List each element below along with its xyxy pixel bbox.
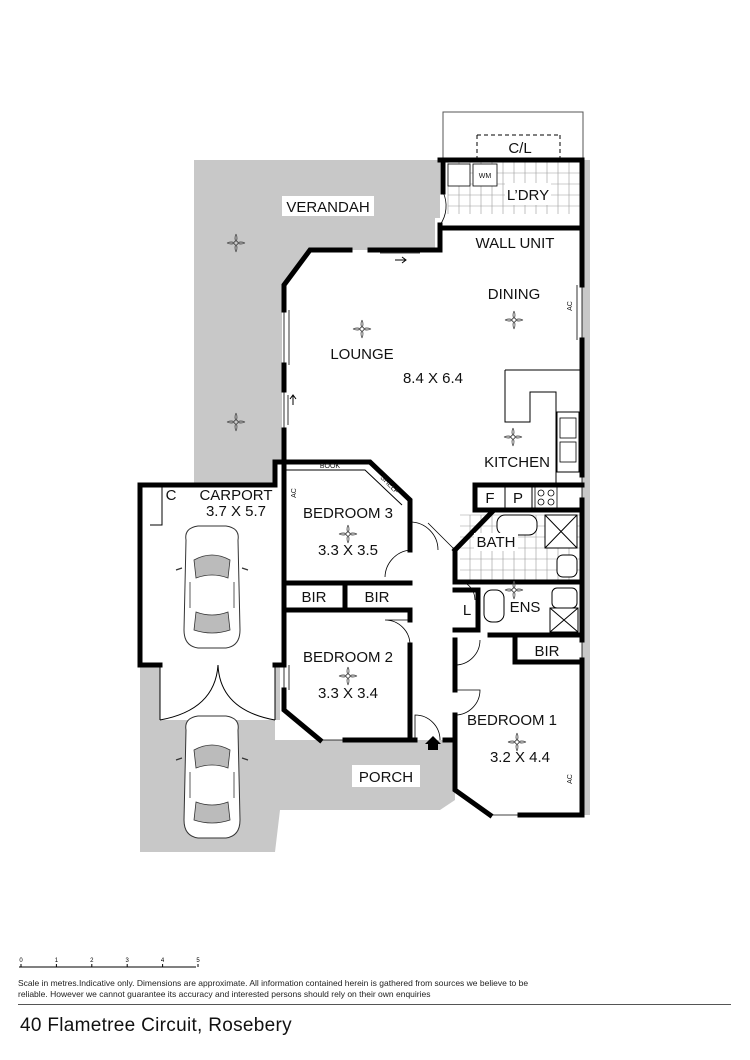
- bath-label-bg: [474, 533, 518, 551]
- book-label: BOOK: [320, 463, 341, 470]
- kitchen-bench: [504, 369, 580, 485]
- slide-arrow-left: [289, 394, 297, 405]
- scale-bar: 0 1 2 3 4 5: [19, 958, 200, 968]
- light-fixtures: [226, 233, 527, 752]
- bed1-bottom-wall: [452, 742, 494, 819]
- property-address: 40 Flametree Circuit, Rosebery: [20, 1015, 292, 1036]
- wall-unit-label: WALL UNIT: [476, 235, 555, 252]
- carport-walls: [137, 459, 287, 668]
- ac-label-bed1: AC: [567, 774, 574, 784]
- bath-left-wall: [451, 508, 496, 554]
- scale-tick-label: 2: [90, 958, 94, 964]
- sliding-doors: [283, 247, 420, 430]
- light-icon: [504, 310, 524, 330]
- bedroom3-size: 3.3 X 3.5: [318, 542, 378, 559]
- entry-arrow-icon: [425, 736, 441, 750]
- dining-label: DINING: [488, 286, 541, 303]
- carport-size: 3.7 X 5.7: [206, 503, 266, 520]
- porch-label: PORCH: [359, 769, 413, 786]
- bir3-box: [512, 635, 585, 665]
- verandah-label-bg: [282, 196, 374, 216]
- light-icon: [352, 319, 372, 339]
- scale-tick-label: 4: [161, 958, 165, 964]
- lounge-label: LOUNGE: [330, 346, 393, 363]
- lounge-top-wall: [281, 247, 353, 313]
- bedroom2-label: BEDROOM 2: [303, 649, 393, 666]
- right-side-area: [582, 160, 590, 815]
- scale-tick-label: 3: [126, 958, 130, 964]
- bookshelf: [286, 469, 403, 506]
- right-wall-4: [517, 657, 585, 818]
- cl-label: C/L: [508, 140, 531, 157]
- scale-tick-label: 0: [19, 958, 23, 964]
- fridge-label: F: [485, 490, 494, 507]
- laundry-bottom-wall: [367, 222, 443, 253]
- verandah-area: [194, 160, 440, 485]
- floor-plan: C/L C BOOK SHELF: [137, 111, 590, 852]
- bed2-angled-wall: [281, 687, 324, 744]
- light-icon: [504, 580, 524, 600]
- pantry-label: P: [513, 490, 523, 507]
- light-icon: [338, 524, 358, 544]
- laundry-label: L’DRY: [507, 187, 549, 204]
- light-icon: [226, 412, 246, 432]
- fp-divider: [504, 485, 533, 510]
- lounge-size: 8.4 X 6.4: [403, 370, 463, 387]
- door-swings: [384, 191, 481, 741]
- car-icon: [175, 525, 249, 649]
- ac-label-bed3: AC: [291, 488, 298, 498]
- windows: [283, 285, 583, 816]
- linen-box: [452, 587, 481, 633]
- car-icon: [175, 715, 249, 839]
- stove-icon: [534, 486, 558, 509]
- ens-label: ENS: [510, 599, 541, 616]
- footer-divider: [18, 1004, 731, 1005]
- linen-label: L: [463, 602, 471, 619]
- ac-label-dining: AC: [567, 301, 574, 311]
- bath-label: BATH: [477, 534, 516, 551]
- porch-label-bg: [352, 765, 420, 787]
- laundry-label-bg: [505, 183, 551, 205]
- bedroom2-size: 3.3 X 3.4: [318, 685, 378, 702]
- carport-door-right: [217, 664, 276, 721]
- carport-c-label: C: [166, 487, 177, 504]
- bir2-label: BIR: [364, 589, 389, 606]
- bedroom1-size: 3.2 X 4.4: [490, 749, 550, 766]
- scale-tick-label: 1: [55, 958, 59, 964]
- bir3-label: BIR: [534, 643, 559, 660]
- scale-tick-label: 5: [196, 958, 200, 964]
- slide-arrow-top: [395, 256, 407, 264]
- house-interior: [282, 160, 582, 815]
- carport-door-left: [159, 664, 219, 721]
- light-icon: [226, 233, 246, 253]
- carport-label: CARPORT: [199, 487, 272, 504]
- verandah-label: VERANDAH: [286, 199, 369, 216]
- bedroom1-label: BEDROOM 1: [467, 712, 557, 729]
- light-icon: [503, 427, 523, 447]
- wm-label: WM: [479, 173, 492, 180]
- bedroom3-label: BEDROOM 3: [303, 505, 393, 522]
- kitchen-label: KITCHEN: [484, 454, 550, 471]
- carport-cupboard: [150, 487, 163, 526]
- light-icon: [507, 732, 527, 752]
- disclaimer-text: Scale in metres.Indicative only. Dimensi…: [18, 978, 529, 999]
- light-icon: [338, 666, 358, 686]
- bir1-label: BIR: [301, 589, 326, 606]
